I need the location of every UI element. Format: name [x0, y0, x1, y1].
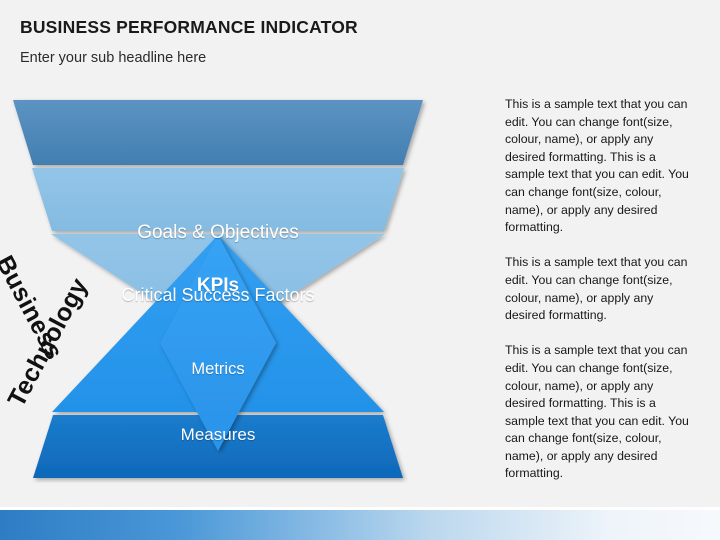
performance-indicator-diagram: Goals & Objectives Critical Success Fact…	[0, 95, 428, 483]
page-subtitle: Enter your sub headline here	[20, 50, 207, 66]
layer-kpis-diamond[interactable]	[160, 235, 276, 451]
body-paragraph-1: This is a sample text that you can edit.…	[505, 97, 689, 235]
layer-critical-success-factors[interactable]	[32, 168, 404, 231]
footer-divider	[0, 507, 720, 510]
footer-accent-bar	[0, 510, 720, 540]
body-paragraph-3: This is a sample text that you can edit.…	[505, 343, 689, 481]
body-text-column: This is a sample text that you can edit.…	[505, 96, 690, 483]
layer-goals-objectives[interactable]	[13, 100, 423, 165]
funnel-triangles-svg	[13, 100, 423, 478]
body-paragraph-2: This is a sample text that you can edit.…	[505, 255, 688, 323]
page-title: BUSINESS PERFORMANCE INDICATOR	[20, 17, 358, 37]
